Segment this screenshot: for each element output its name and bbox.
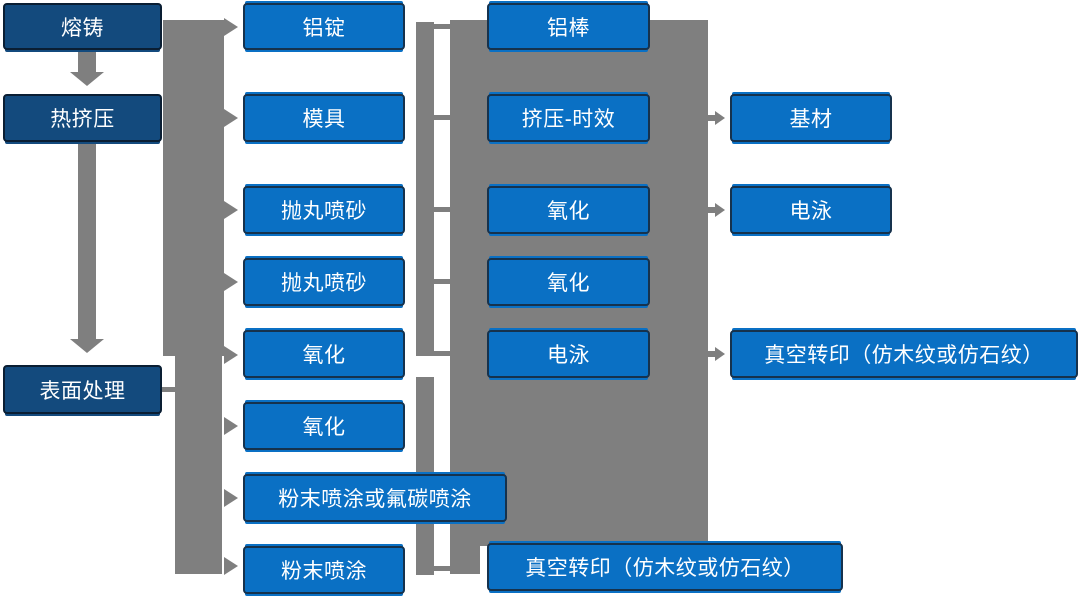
- trunk-band-main: [163, 20, 224, 356]
- node-vacuum-transfer-2: 真空转印（仿木纹或仿石纹）: [730, 330, 1078, 378]
- arrow-trunk-row1-icon: [224, 18, 238, 36]
- arrow-trunk-row5-icon: [224, 346, 238, 364]
- node-electrophoresis-2: 电泳: [730, 186, 892, 234]
- arrow-trunk-row8-icon: [224, 557, 238, 575]
- node-mold: 模具: [243, 94, 405, 142]
- node-shot-blasting-2: 抛丸喷砂: [243, 258, 405, 306]
- arrow-trunk-row3-icon: [224, 201, 238, 219]
- line-melting-to-extrusion: [78, 51, 96, 73]
- arrow-oxidation-to-electrophoresis-icon: [715, 203, 725, 217]
- node-oxidation-2: 氧化: [243, 402, 405, 450]
- arrow-trunk-row6-icon: [224, 417, 238, 435]
- node-electrophoresis-1: 电泳: [487, 330, 650, 378]
- tick-row8: [433, 566, 450, 571]
- tick-row3: [434, 207, 450, 212]
- tick-row2: [434, 115, 450, 120]
- node-shot-blasting-1: 抛丸喷砂: [243, 186, 405, 234]
- node-extrusion-aging: 挤压-时效: [487, 94, 650, 142]
- col3-backdrop-foot: [450, 546, 480, 574]
- stub-extrusion-aging-to-base: [708, 115, 715, 121]
- node-oxidation-3: 氧化: [487, 186, 650, 234]
- arrow-electrophoresis-to-vacuum-icon: [715, 347, 725, 361]
- node-powder-or-fluorocarbon-coating: 粉末喷涂或氟碳喷涂: [243, 474, 507, 522]
- stub-oxidation-to-electrophoresis: [708, 207, 715, 213]
- node-vacuum-transfer-1: 真空转印（仿木纹或仿石纹）: [487, 543, 843, 591]
- node-base-material: 基材: [730, 94, 892, 142]
- arrow-trunk-row4-icon: [224, 273, 238, 291]
- node-melting-casting: 熔铸: [3, 3, 162, 50]
- tick-row4: [434, 279, 450, 284]
- arrow-trunk-row2-icon: [224, 109, 238, 127]
- arrow-trunk-row7-icon: [224, 489, 238, 507]
- tick-row5: [432, 351, 450, 356]
- arrow-down-melting-to-extrusion-icon: [70, 72, 104, 86]
- line-extrusion-to-surface: [78, 142, 96, 339]
- bracket-bar-top: [416, 22, 434, 356]
- node-oxidation-1: 氧化: [243, 330, 405, 378]
- node-surface-treatment: 表面处理: [3, 365, 162, 414]
- arrow-extrusion-aging-to-base-icon: [715, 111, 725, 125]
- arrow-down-extrusion-to-surface-icon: [70, 339, 104, 353]
- trunk-band-surface: [175, 356, 222, 574]
- node-powder-coating: 粉末喷涂: [243, 546, 405, 594]
- stub-electrophoresis-to-vacuum: [708, 351, 715, 357]
- tick-row1: [432, 24, 450, 29]
- node-aluminum-ingot: 铝锭: [243, 3, 405, 50]
- line-surface-to-trunk: [161, 387, 177, 392]
- node-oxidation-4: 氧化: [487, 258, 650, 306]
- node-hot-extrusion: 热挤压: [3, 94, 162, 142]
- node-aluminum-rod: 铝棒: [487, 3, 650, 50]
